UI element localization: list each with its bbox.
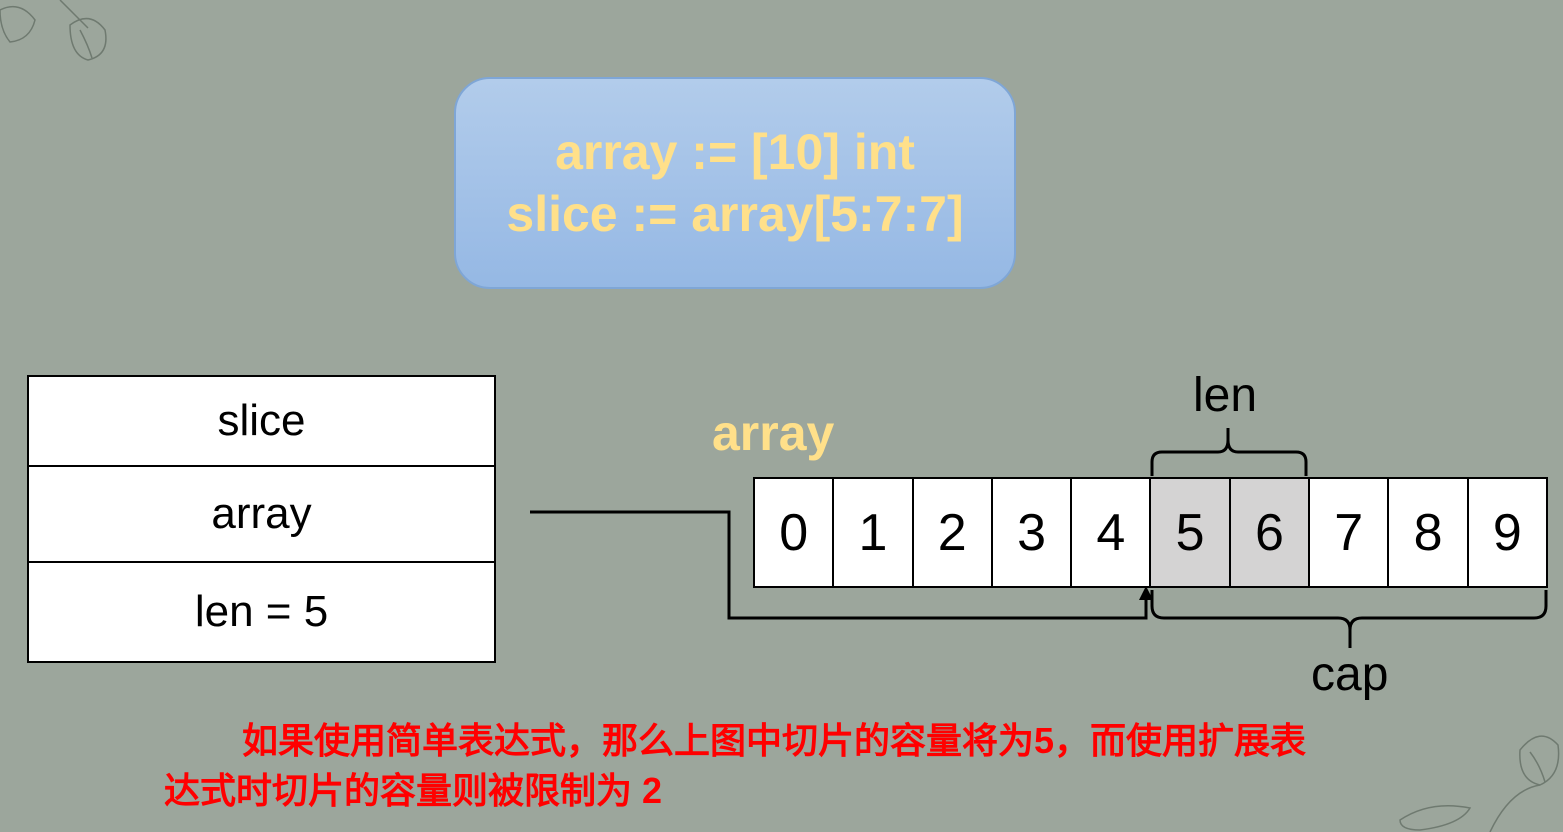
array-cell-9: 9 (1468, 479, 1548, 586)
code-snippet-box: array := [10] int slice := array[5:7:7] (454, 77, 1016, 289)
pointer-arrowhead (1139, 586, 1153, 600)
explanation-note: 如果使用简单表达式，那么上图中切片的容量将为5，而使用扩展表 达式时切片的容量则… (164, 716, 1439, 816)
array-cell-0: 0 (755, 479, 835, 586)
flower-decoration-icon (1399, 735, 1560, 832)
array-cell-1: 1 (834, 479, 914, 586)
note-line-2: 达式时切片的容量则被限制为 2 (164, 770, 663, 811)
cap-brace (1150, 590, 1548, 648)
code-line-2: slice := array[5:7:7] (506, 186, 964, 242)
code-line-1: array := [10] int (555, 124, 915, 180)
struct-row-len: len = 5 (29, 561, 494, 661)
array-cell-6: 6 (1230, 479, 1311, 586)
len-label: len (1193, 369, 1258, 422)
len-brace (1150, 428, 1308, 476)
slice-struct-table: slice array len = 5 (27, 375, 496, 663)
struct-row-array-pointer: array (29, 465, 494, 561)
array-cell-7: 7 (1310, 479, 1390, 586)
cap-label: cap (1311, 648, 1389, 701)
array-label: array (712, 405, 835, 461)
array-cell-2: 2 (913, 479, 993, 586)
note-line-1: 如果使用简单表达式，那么上图中切片的容量将为5，而使用扩展表 (242, 720, 1307, 761)
struct-row-name: slice (217, 396, 306, 445)
array-cell-8: 8 (1389, 479, 1469, 586)
array-cell-4: 4 (1072, 479, 1152, 586)
flower-decoration-icon (0, 0, 107, 61)
array-cell-3: 3 (992, 479, 1073, 586)
array-cell-5: 5 (1151, 479, 1231, 586)
